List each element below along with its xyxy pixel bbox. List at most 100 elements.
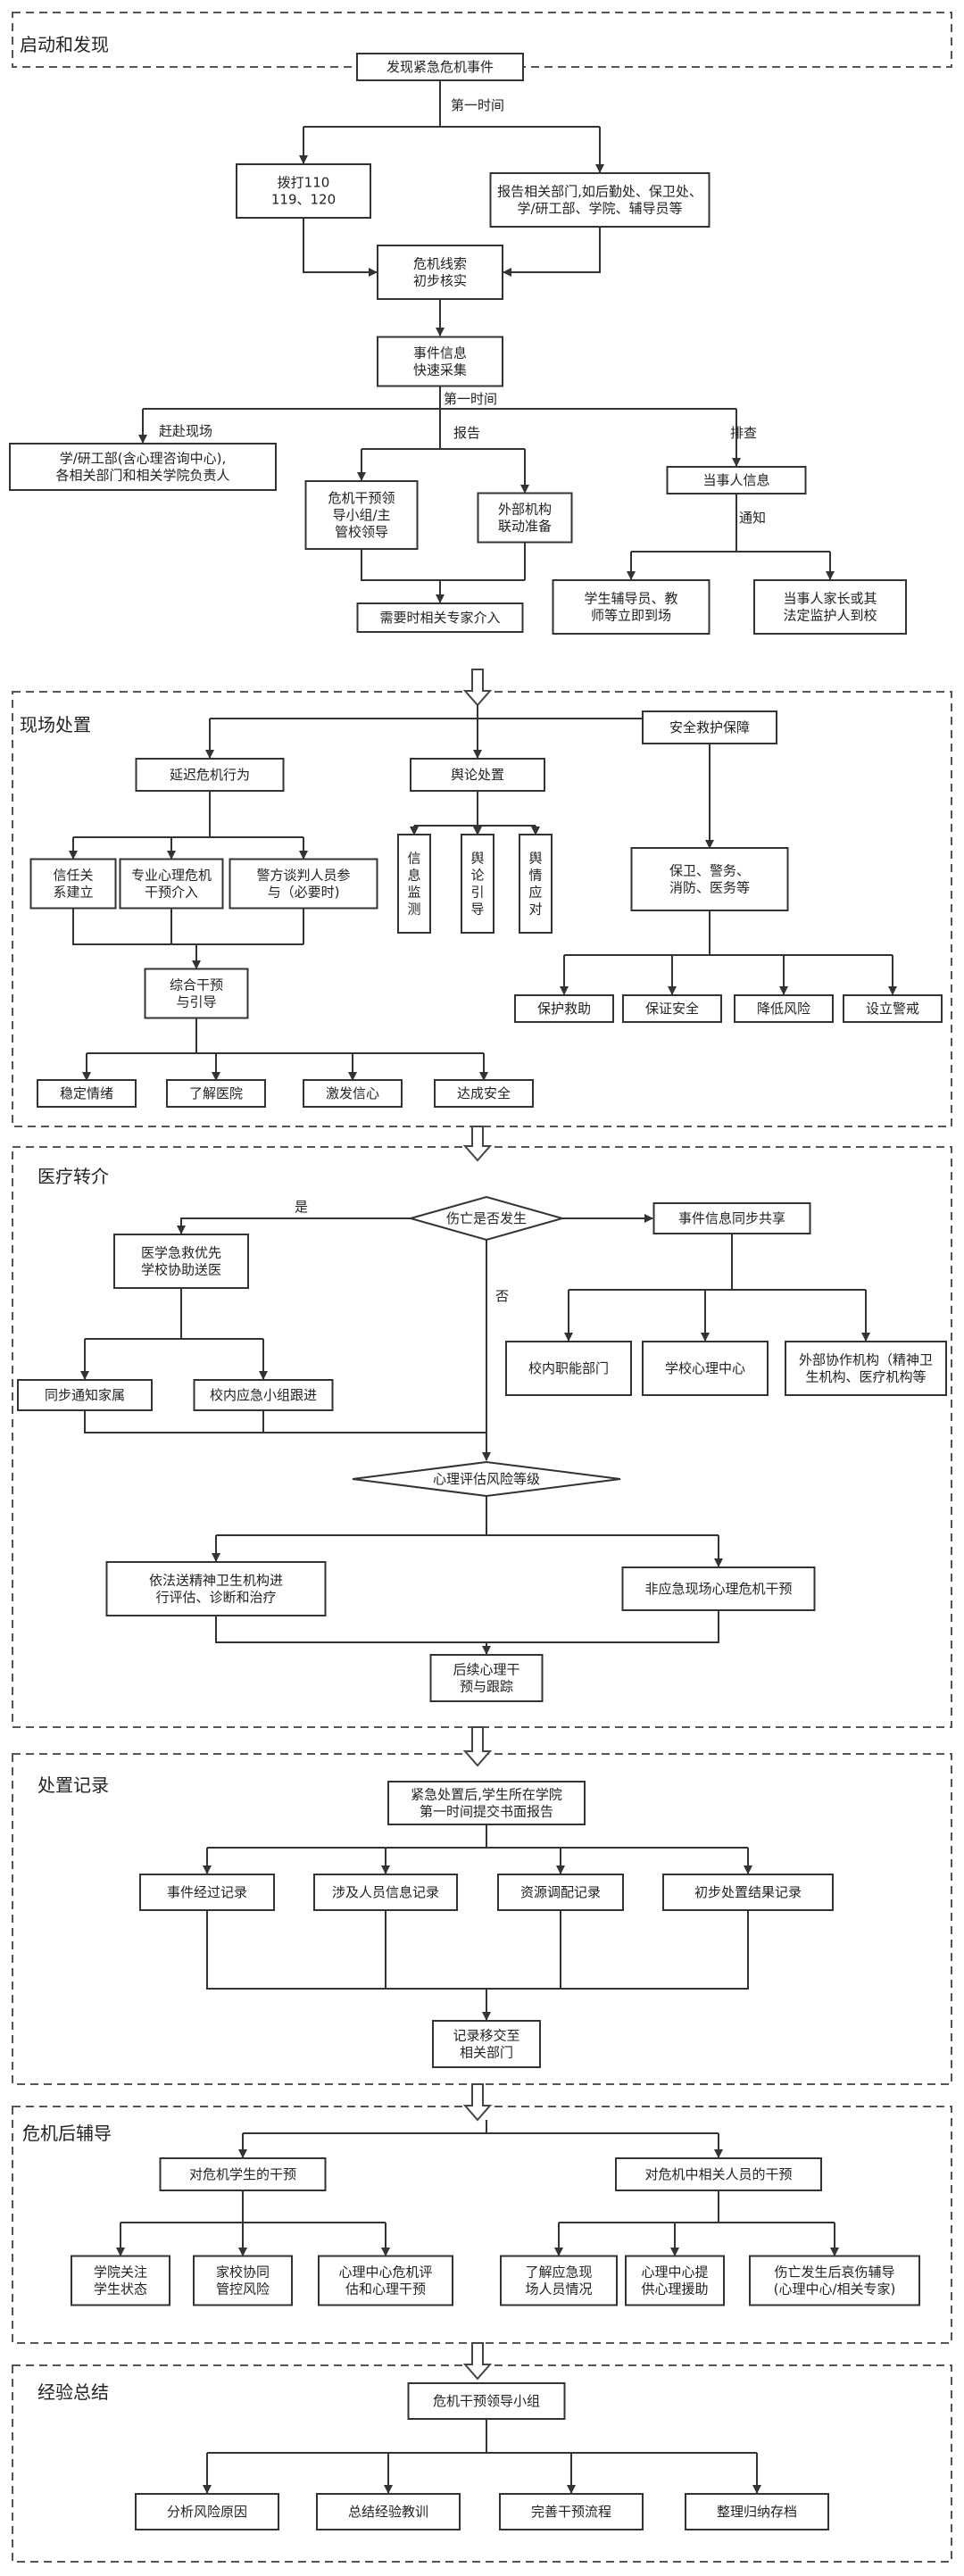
process-box	[615, 2157, 822, 2191]
node-resource-record: 资源调配记录	[497, 1874, 624, 1911]
process-box	[499, 2493, 644, 2530]
process-box	[652, 1202, 811, 1234]
node-text: 师等立即到场	[591, 608, 671, 624]
connector-line	[215, 1610, 719, 1643]
node-text: 校内应急小组跟进	[210, 1387, 317, 1403]
node-non-emergency: 非应急现场心理危机干预	[621, 1566, 816, 1611]
node-text: 医学急救优先	[141, 1245, 221, 1261]
process-box	[432, 2020, 541, 2068]
node-text: 行评估、诊断和治疗	[155, 1590, 276, 1606]
process-box	[434, 1079, 534, 1108]
process-box	[785, 1341, 947, 1396]
process-box	[749, 2255, 920, 2306]
node-text: 引	[470, 885, 484, 901]
node-text: 伤亡发生后哀伤辅导	[774, 2264, 894, 2281]
node-text: 同步通知家属	[45, 1387, 125, 1403]
node-text: 预与跟踪	[460, 1679, 513, 1695]
node-text: 舆	[528, 851, 542, 867]
node-text: 激发信心	[326, 1085, 379, 1101]
node-death-q: 伤亡是否发生	[407, 1195, 566, 1242]
process-box	[303, 1079, 403, 1108]
node-text: 对危机学生的干预	[189, 2166, 296, 2182]
connector-line	[177, 1217, 411, 1234]
decision-shape	[407, 1195, 566, 1242]
process-box	[377, 336, 503, 387]
node-text: 校内职能部门	[528, 1360, 609, 1376]
node-text: 学院关注	[94, 2264, 147, 2281]
node-text: 发现紧急危机事件	[386, 59, 494, 75]
node-text: 保证安全	[645, 1001, 699, 1017]
node-for-students: 对危机学生的干预	[159, 2157, 327, 2191]
node-text: 安全救护保障	[669, 719, 750, 735]
node-text: 导小组/主	[332, 507, 390, 523]
process-box	[489, 172, 711, 228]
process-box	[621, 1566, 816, 1611]
section-title: 处置记录	[37, 1774, 109, 1796]
edge-label: 报告	[453, 425, 480, 441]
node-result-record: 初步处置结果记录	[662, 1874, 834, 1911]
node-text: 供心理援助	[641, 2281, 708, 2298]
section-transition-arrow	[462, 1126, 493, 1162]
node-analyze: 分析风险原因	[135, 2493, 279, 2530]
section-transition-arrow	[462, 669, 493, 707]
process-box	[29, 858, 117, 910]
node-text: 与（必要时)	[268, 885, 340, 901]
section-title: 启动和发现	[20, 34, 109, 55]
node-text: 联动准备	[498, 519, 552, 535]
process-box	[356, 53, 524, 81]
process-box	[119, 858, 224, 910]
node-text: 了解医院	[189, 1085, 243, 1101]
process-box	[313, 1874, 458, 1911]
node-text: 测	[407, 902, 420, 918]
edge-label: 第一时间	[444, 391, 497, 407]
process-box	[630, 847, 789, 911]
connector-line	[503, 227, 601, 277]
node-text: 第一时间提交书面报告	[420, 1804, 553, 1820]
node-text: 论	[470, 868, 484, 884]
node-reach-safety: 达成安全	[434, 1079, 534, 1108]
process-box	[377, 245, 503, 300]
node-text: 拨打110	[278, 175, 330, 191]
node-delay: 延迟危机行为	[135, 758, 285, 792]
process-box	[461, 834, 494, 934]
node-text: 设立警戒	[866, 1001, 919, 1017]
node-text: 总结经验教训	[348, 2504, 428, 2520]
node-text: 学生辅导员、教	[584, 591, 677, 607]
process-box	[37, 1079, 137, 1108]
node-text: 保卫、警务、	[669, 863, 750, 879]
node-for-related: 对危机中相关人员的干预	[615, 2157, 822, 2191]
connector-line	[72, 909, 303, 945]
node-text: 初步核实	[413, 273, 467, 289]
process-box	[236, 163, 371, 219]
node-text: 完善干预流程	[531, 2504, 611, 2520]
node-text: 记录移交至	[453, 2028, 519, 2044]
process-box	[356, 602, 524, 633]
node-text: 干预介入	[145, 885, 198, 901]
process-box	[193, 1379, 334, 1411]
node-text: 紧急处置后,学生所在学院	[411, 1787, 562, 1803]
node-grief: 伤亡发生后哀伤辅导(心理中心/相关专家)	[749, 2255, 920, 2306]
node-text: 学生状态	[94, 2281, 147, 2298]
node-text: 各相关部门和相关学院负责人	[55, 468, 229, 484]
node-text: 心理评估风险等级	[433, 1471, 540, 1487]
process-box	[642, 1341, 769, 1396]
process-box	[71, 2255, 170, 2306]
process-box	[505, 1341, 632, 1396]
node-onsite-staff: 学/研工部(含心理咨询中心),各相关部门和相关学院负责人	[9, 443, 277, 491]
node-safety: 安全救护保障	[642, 710, 777, 744]
node-psych-center: 学校心理中心	[642, 1341, 769, 1396]
node-text: 涉及人员信息记录	[332, 1884, 439, 1900]
process-box	[159, 2157, 327, 2191]
node-text: 生机构、医疗机构等	[805, 1369, 926, 1385]
node-opinion: 舆论处置	[410, 758, 545, 792]
